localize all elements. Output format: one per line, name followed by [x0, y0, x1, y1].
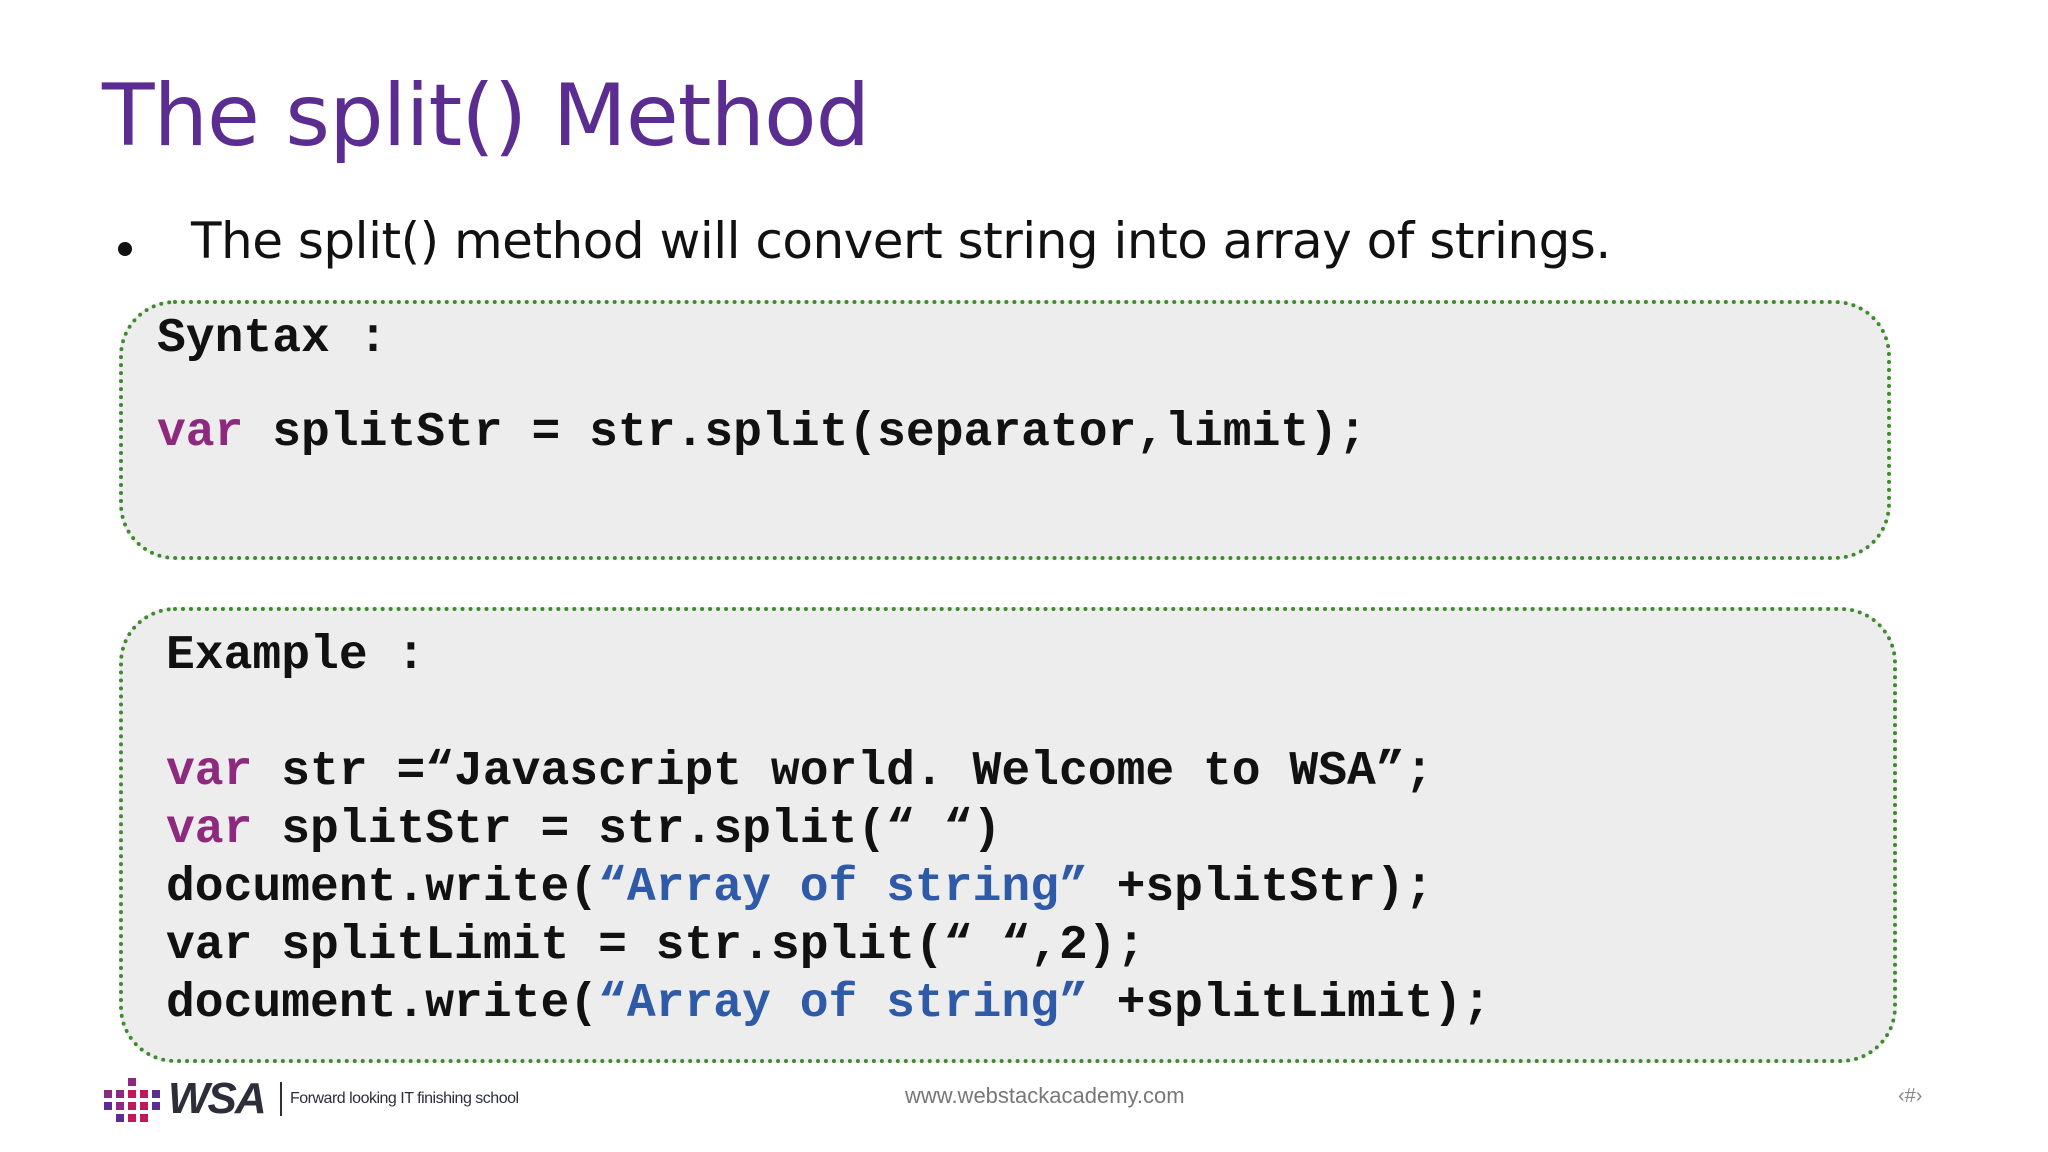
bullet-icon: [118, 242, 132, 256]
example-line-1: var str =“Javascript world. Welcome to W…: [166, 743, 1433, 801]
example-heading: Example :: [166, 629, 426, 683]
syntax-line: var splitStr = str.split(separator,limit…: [157, 404, 1367, 462]
keyword-var: var: [157, 406, 244, 460]
example-line-4: var splitLimit = str.split(“ “,2);: [166, 919, 1146, 973]
slide-title: The split() Method: [102, 66, 870, 166]
code-text: str =“Javascript world. Welcome to WSA”;: [252, 745, 1434, 799]
wsa-logo: WSA Forward looking IT finishing school: [102, 1068, 522, 1132]
page-number: ‹#›: [1898, 1085, 1923, 1107]
code-text: +splitStr);: [1087, 861, 1434, 915]
string-literal: “Array of string”: [598, 861, 1088, 915]
syntax-box: Syntax : var splitStr = str.split(separa…: [119, 300, 1891, 560]
example-line-5: document.write(“Array of string” +splitL…: [166, 975, 1491, 1033]
logo-wordmark: WSA: [168, 1074, 267, 1123]
code-text: splitStr = str.split(separator,limit);: [243, 406, 1367, 460]
footer-url: www.webstackacademy.com: [905, 1083, 1185, 1108]
code-text: document.write(: [166, 861, 599, 915]
string-literal: “Array of string”: [598, 977, 1088, 1031]
keyword-var: var: [166, 803, 253, 857]
logo-divider: [280, 1082, 282, 1116]
code-text: +splitLimit);: [1087, 977, 1492, 1031]
logo-tagline: Forward looking IT finishing school: [290, 1090, 519, 1107]
keyword-var: var: [166, 745, 253, 799]
logo-dots-icon: [104, 1078, 160, 1122]
example-line-2: var splitStr = str.split(“ “): [166, 801, 1001, 859]
example-line-3: document.write(“Array of string” +splitS…: [166, 859, 1433, 917]
bullet-text: The split() method will convert string i…: [191, 212, 1611, 270]
code-text: splitStr = str.split(“ “): [252, 803, 1002, 857]
example-box: Example : var str =“Javascript world. We…: [119, 607, 1897, 1063]
syntax-heading: Syntax :: [157, 312, 388, 366]
code-text: document.write(: [166, 977, 599, 1031]
